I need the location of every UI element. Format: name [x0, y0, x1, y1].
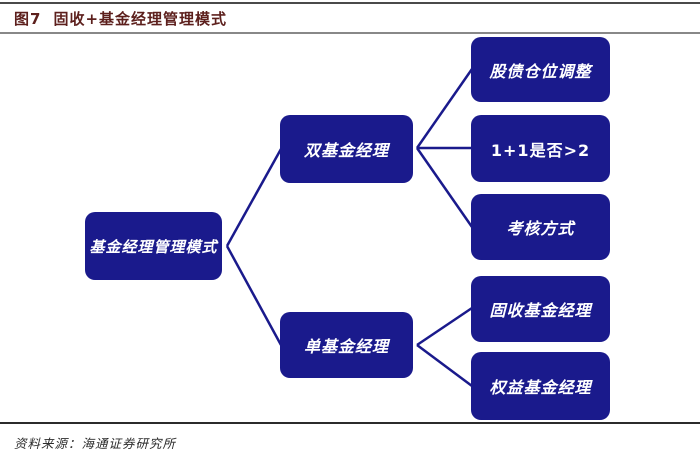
connector-line	[416, 343, 473, 388]
connector-line	[415, 147, 474, 228]
connector-line	[225, 245, 283, 346]
top-rule	[0, 2, 700, 4]
connector-line	[416, 306, 473, 347]
figure-title: 图7 固收+基金经理管理模式	[14, 8, 227, 29]
node-fund-manager-management-mode: 基金经理管理模式	[85, 212, 222, 280]
figure-number: 图7	[14, 10, 42, 28]
node-fixed-income-fund-manager: 固收基金经理	[471, 276, 610, 342]
node-equity-fund-manager: 权益基金经理	[471, 352, 610, 420]
node-stock-bond-position-adjustment: 股债仓位调整	[471, 37, 610, 102]
figure-title-text: 固收+基金经理管理模式	[53, 10, 228, 28]
node-assessment-method: 考核方式	[471, 194, 610, 260]
node-dual-fund-manager: 双基金经理	[280, 115, 413, 183]
bottom-rule	[0, 422, 700, 424]
connector-line	[415, 68, 474, 149]
source-attribution: 资料来源：海通证券研究所	[14, 436, 177, 451]
node-one-plus-one-greater-than-two: 1+1是否>2	[471, 115, 610, 182]
title-underline-rule	[0, 32, 700, 34]
node-single-fund-manager: 单基金经理	[280, 312, 413, 378]
connector-line	[225, 148, 283, 247]
